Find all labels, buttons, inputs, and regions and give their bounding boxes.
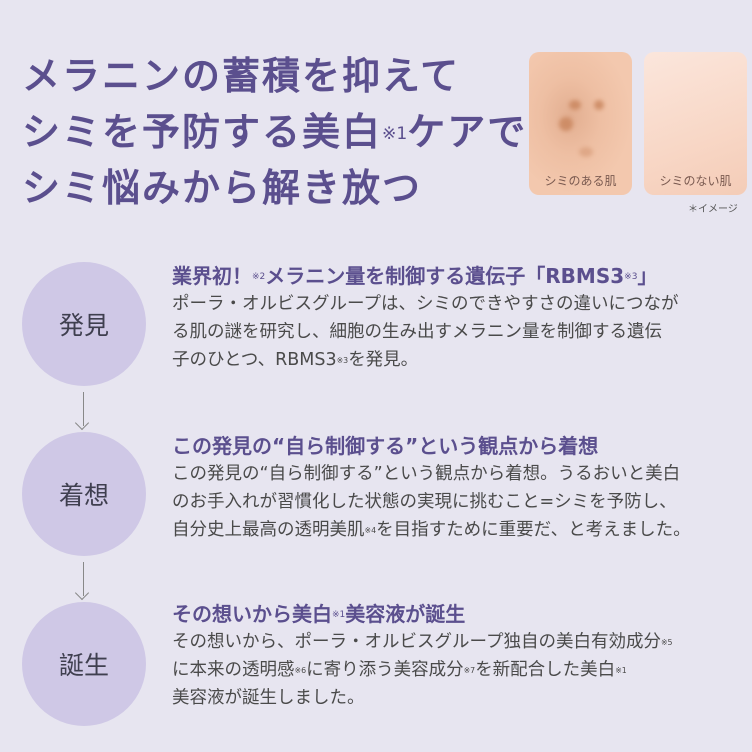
text-segment: 美容液が誕生しました。 (172, 688, 365, 708)
step-title: 業界初！※2メラニン量を制御する遺伝子「RBMS3※3」 (172, 262, 752, 290)
step-title: この発見の“自ら制御する”という観点から着想 (172, 432, 752, 460)
text-segment: シミ悩みから解き放つ (22, 166, 423, 210)
footnote-marker: ※2 (252, 271, 266, 282)
step-discovery: 業界初！※2メラニン量を制御する遺伝子「RBMS3※3」ポーラ・オルビスグループ… (172, 262, 752, 374)
text-segment: シミを予防する美白 (22, 110, 383, 154)
step-body: ポーラ・オルビスグループは、シミのできやすさの違いにつながる肌の謎を研究し、細胞… (172, 290, 752, 374)
footnote-marker: ※1 (382, 123, 408, 144)
text-segment: メラニンの蓄積を抑えて (22, 54, 461, 98)
headline: メラニンの蓄積を抑えてシミを予防する美白※1ケアでシミ悩みから解き放つ (22, 48, 527, 216)
step-circle-discovery: 発見 (22, 262, 146, 386)
text-segment: 」 (637, 264, 658, 288)
step-birth: その想いから美白※1美容液が誕生その想いから、ポーラ・オルビスグループ独自の美白… (172, 600, 752, 712)
image-note: ＊イメージ (688, 204, 738, 215)
footnote-marker: ※1 (615, 665, 627, 675)
down-arrow-icon (83, 562, 84, 596)
footnote-marker: ※4 (364, 525, 377, 535)
skin-without-spots-caption: シミのない肌 (659, 174, 732, 188)
step-body: この発見の“自ら制御する”という観点から着想。うるおいと美白のお手入れが習慣化し… (172, 460, 752, 544)
text-segment: を目指すために重要だ、と考えました。 (376, 520, 691, 540)
body-line: 美容液が誕生しました。 (172, 684, 752, 712)
footnote-marker: ※1 (332, 609, 346, 620)
text-segment: 美容液が誕生 (345, 602, 466, 626)
skin-with-spots-caption: シミのある肌 (544, 174, 617, 188)
body-line: る肌の謎を研究し、細胞の生み出すメラニン量を制御する遺伝 (172, 318, 752, 346)
down-arrow-icon (83, 392, 84, 426)
footnote-marker: ※6 (294, 665, 307, 675)
text-segment: メラニン量を制御する遺伝子「RBMS3 (265, 264, 625, 288)
body-line: 自分史上最高の透明美肌※4を目指すために重要だ、と考えました。 (172, 516, 752, 544)
body-line: のお手入れが習慣化した状態の実現に挑むこと=シミを予防し、 (172, 488, 752, 516)
body-line: 子のひとつ、RBMS3※3を発見。 (172, 346, 752, 374)
body-line: ポーラ・オルビスグループは、シミのできやすさの違いにつなが (172, 290, 752, 318)
text-segment: に本来の透明感 (172, 660, 295, 680)
text-segment: を新配合した美白 (475, 660, 616, 680)
text-segment: この発見の“自ら制御する”という観点から着想 (172, 434, 599, 458)
step-circle-idea: 着想 (22, 432, 146, 556)
headline-line: メラニンの蓄積を抑えて (22, 48, 527, 104)
text-segment: に寄り添う美容成分 (306, 660, 464, 680)
text-segment: ポーラ・オルビスグループは、シミのできやすさの違いにつなが (172, 294, 679, 314)
footnote-marker: ※3 (624, 271, 638, 282)
footnote-marker: ※3 (336, 355, 349, 365)
text-segment: を発見。 (348, 350, 419, 370)
text-segment: ケアで (407, 110, 528, 154)
step-idea: この発見の“自ら制御する”という観点から着想この発見の“自ら制御する”という観点… (172, 432, 752, 544)
skin-without-spots-image: シミのない肌 (644, 52, 747, 195)
text-segment: 業界初！ (172, 264, 252, 288)
text-segment: この発見の“自ら制御する”という観点から着想。うるおいと美白 (172, 464, 681, 484)
footnote-marker: ※7 (463, 665, 476, 675)
text-segment: その想いから、ポーラ・オルビスグループ独自の美白有効成分 (172, 632, 661, 652)
text-segment: る肌の謎を研究し、細胞の生み出すメラニン量を制御する遺伝 (172, 322, 662, 342)
step-circle-birth: 誕生 (22, 602, 146, 726)
text-segment: 子のひとつ、RBMS3 (172, 350, 337, 370)
text-segment: 自分史上最高の透明美肌 (172, 520, 365, 540)
footnote-marker: ※5 (660, 637, 673, 647)
body-line: この発見の“自ら制御する”という観点から着想。うるおいと美白 (172, 460, 752, 488)
headline-line: シミを予防する美白※1ケアで (22, 104, 527, 160)
step-title: その想いから美白※1美容液が誕生 (172, 600, 752, 628)
headline-line: シミ悩みから解き放つ (22, 160, 527, 216)
body-line: その想いから、ポーラ・オルビスグループ独自の美白有効成分※5 (172, 628, 752, 656)
text-segment: のお手入れが習慣化した状態の実現に挑むこと=シミを予防し、 (172, 492, 677, 512)
body-line: に本来の透明感※6に寄り添う美容成分※7を新配合した美白※1 (172, 656, 752, 684)
skin-with-spots-image: シミのある肌 (529, 52, 632, 195)
text-segment: その想いから美白 (172, 602, 332, 626)
